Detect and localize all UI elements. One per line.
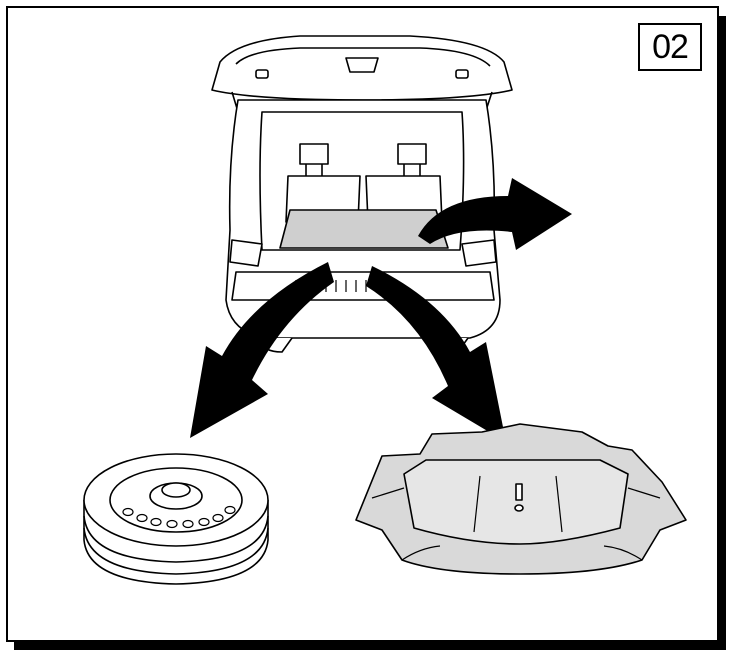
- arrow-down-right-icon: [366, 266, 506, 442]
- tail-light-left: [229, 239, 263, 267]
- arrow-down-left-icon: [190, 262, 334, 438]
- arrow-right-icon: [418, 178, 572, 250]
- hub-cap: [161, 482, 191, 498]
- tray-clip: [515, 483, 523, 501]
- tail-light-right: [461, 239, 497, 267]
- tray-floor: [403, 459, 629, 545]
- rear-bumper: [231, 271, 495, 301]
- tailgate-lamp-left: [255, 69, 269, 79]
- spare-wheel: [83, 453, 269, 585]
- vehicle-rear: [211, 35, 513, 353]
- tailgate-handle: [345, 57, 379, 73]
- step-number-badge: 02: [638, 23, 702, 71]
- tailgate-lamp-right: [455, 69, 469, 79]
- cargo-floor-cover: [279, 209, 449, 249]
- headrest-right: [397, 143, 427, 165]
- headrest-left: [299, 143, 329, 165]
- storage-tray: [355, 423, 687, 575]
